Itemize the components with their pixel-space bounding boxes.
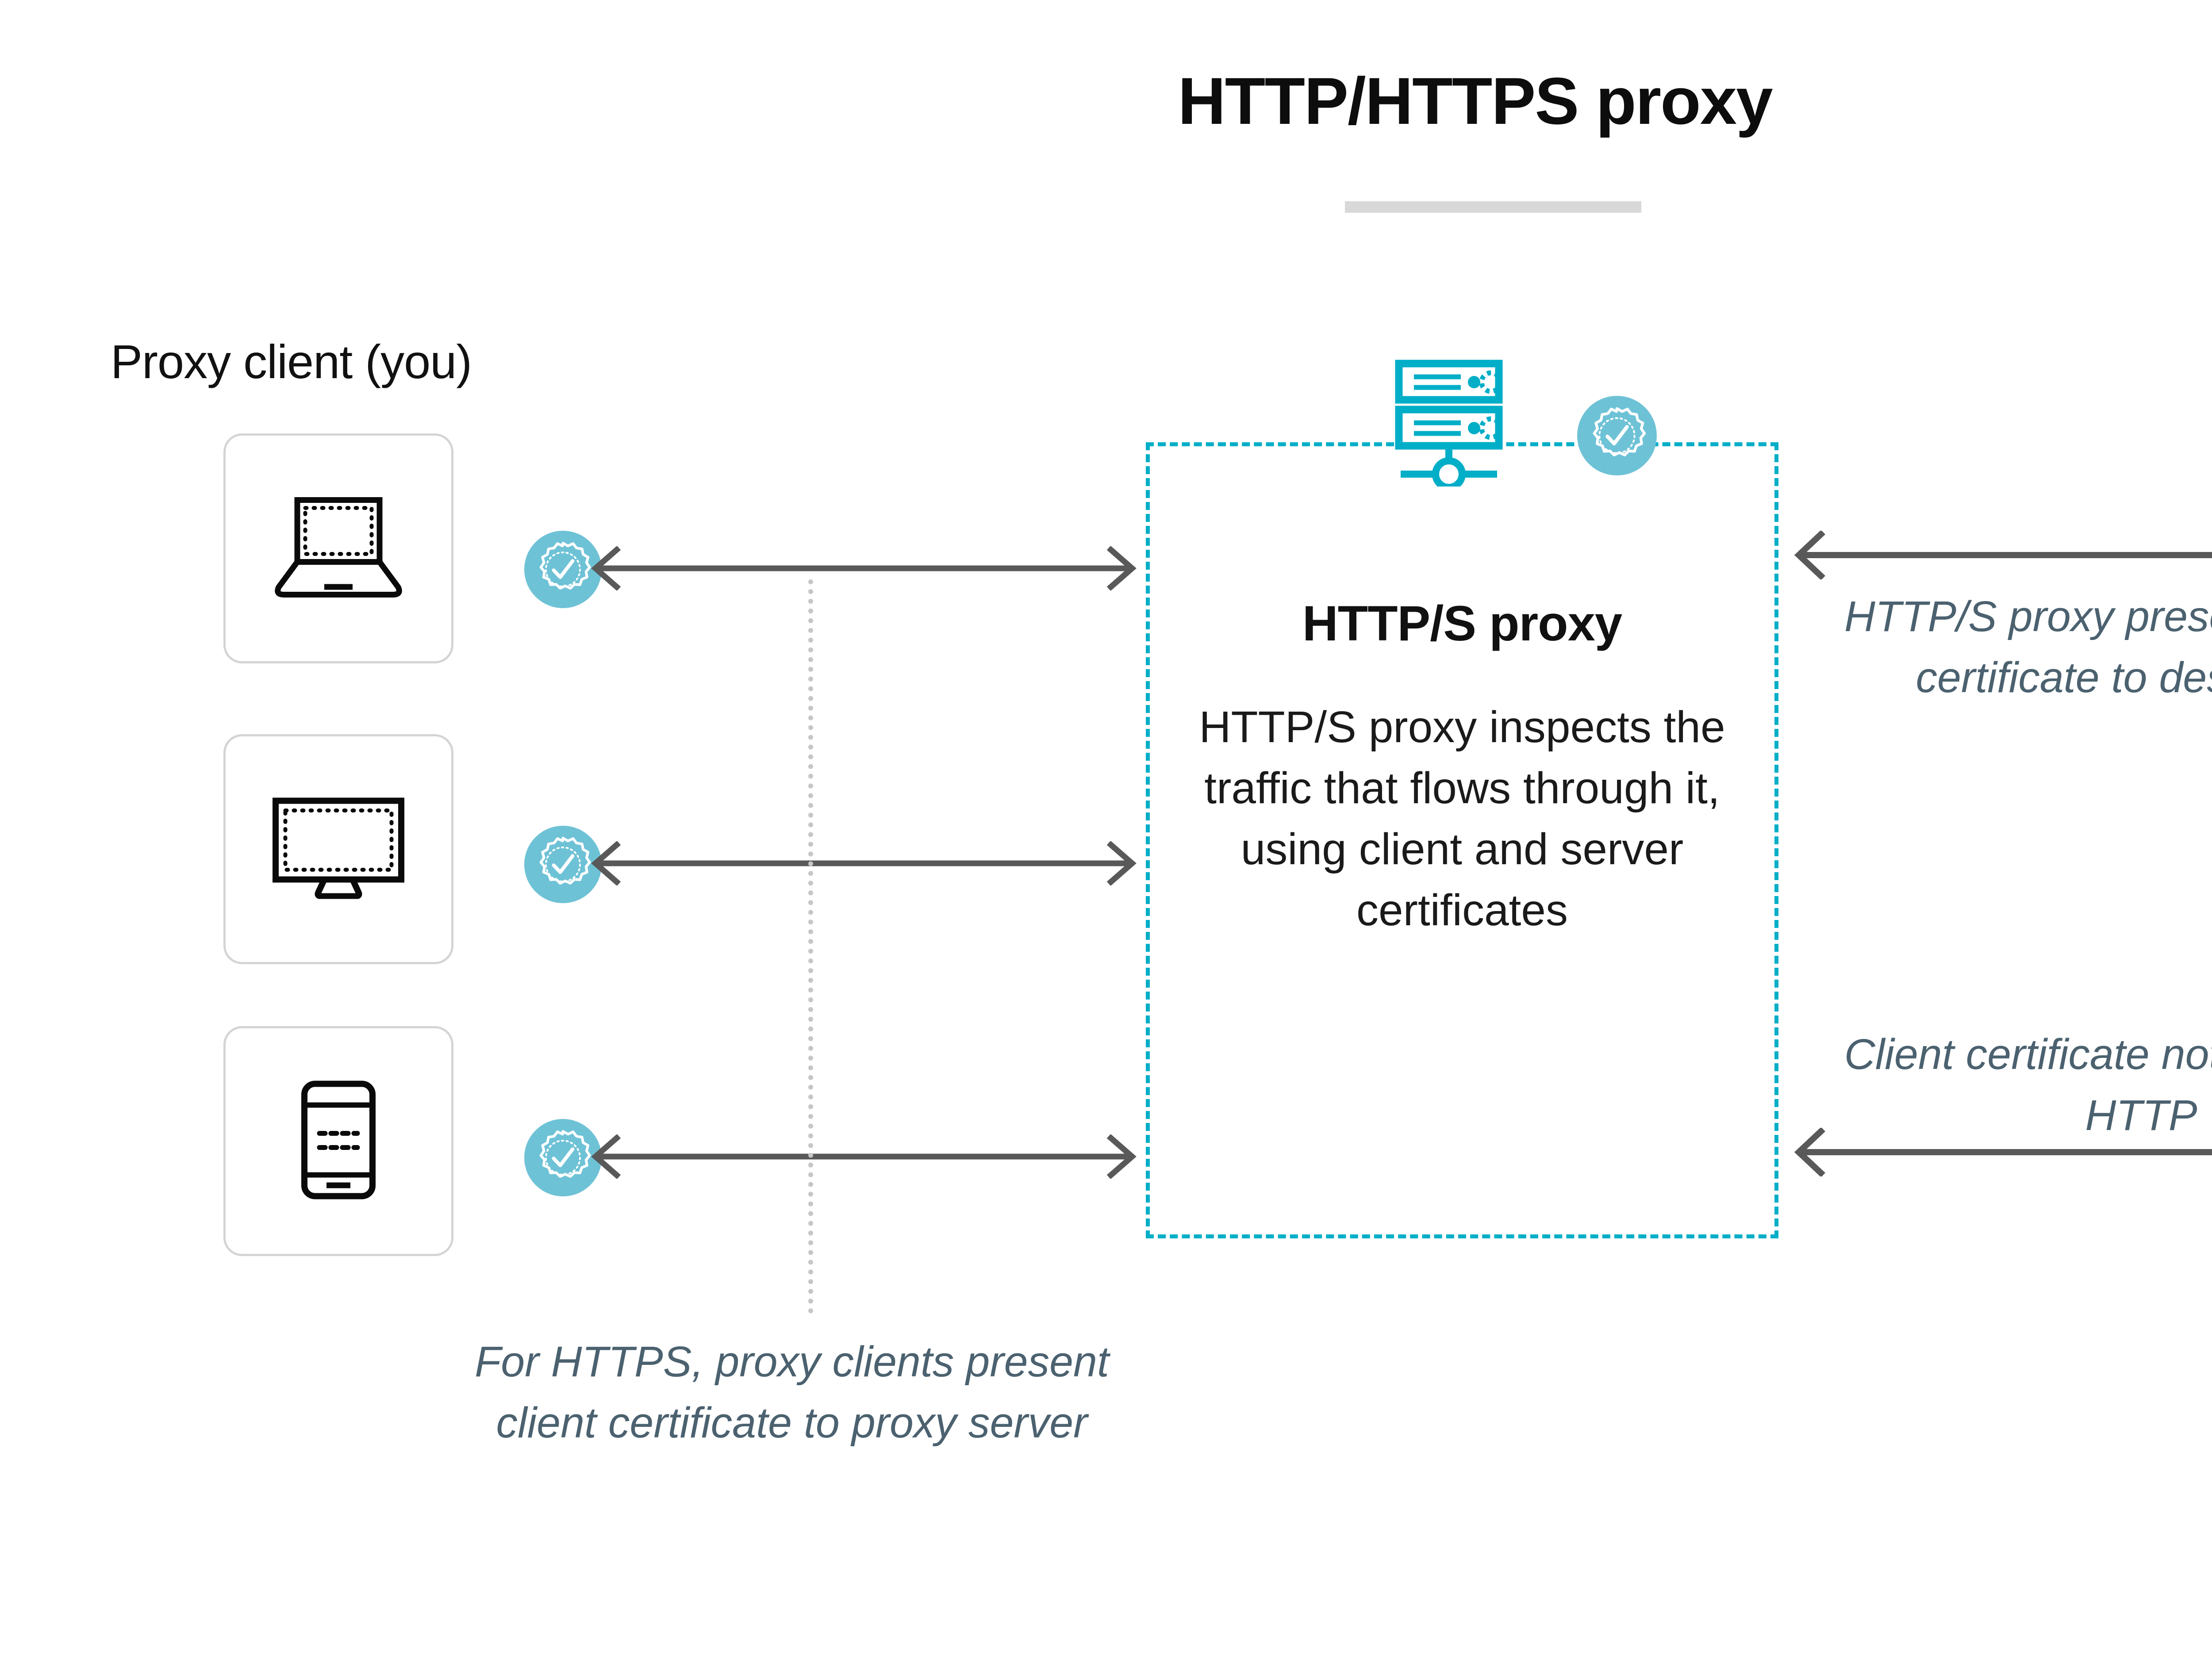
caption-https-client-cert: HTTP/S proxy presents a client certifica… <box>1844 592 2212 701</box>
caption-http-no-cert: Client certificate not needed for HTTP <box>1844 1030 2212 1139</box>
proxy-heading: HTTP/S proxy <box>1302 596 1622 651</box>
proxy-client-label: Proxy client (you) <box>111 335 472 388</box>
certificate-badge-icon <box>524 1119 602 1196</box>
server-stack-icon <box>1385 354 1513 491</box>
smartphone-icon <box>301 1080 376 1202</box>
arrow-proxy-to-http-destination <box>1794 1123 2212 1181</box>
arrow-client-to-proxy <box>591 542 1137 595</box>
certificate-badge-icon <box>1577 396 1657 475</box>
certificate-badge-icon <box>524 826 602 903</box>
title-underline-rule <box>1345 201 1641 213</box>
monitor-icon <box>272 797 405 901</box>
arrow-proxy-to-https-destination <box>1794 526 2212 584</box>
page-title: HTTP/HTTPS proxy <box>1178 64 1773 138</box>
caption-client-cert-to-proxy: For HTTPS, proxy clients present client … <box>475 1337 1109 1447</box>
dotted-connector-line <box>808 579 813 1314</box>
laptop-icon <box>265 492 411 605</box>
device-card-monitor[interactable] <box>223 734 453 964</box>
arrow-client-to-proxy <box>591 1130 1137 1183</box>
device-card-laptop[interactable] <box>223 433 453 663</box>
certificate-badge-icon <box>524 531 602 608</box>
device-card-smartphone[interactable] <box>223 1026 453 1256</box>
proxy-description: HTTP/S proxy inspects the traffic that f… <box>1199 702 1725 935</box>
arrow-client-to-proxy <box>591 837 1137 890</box>
